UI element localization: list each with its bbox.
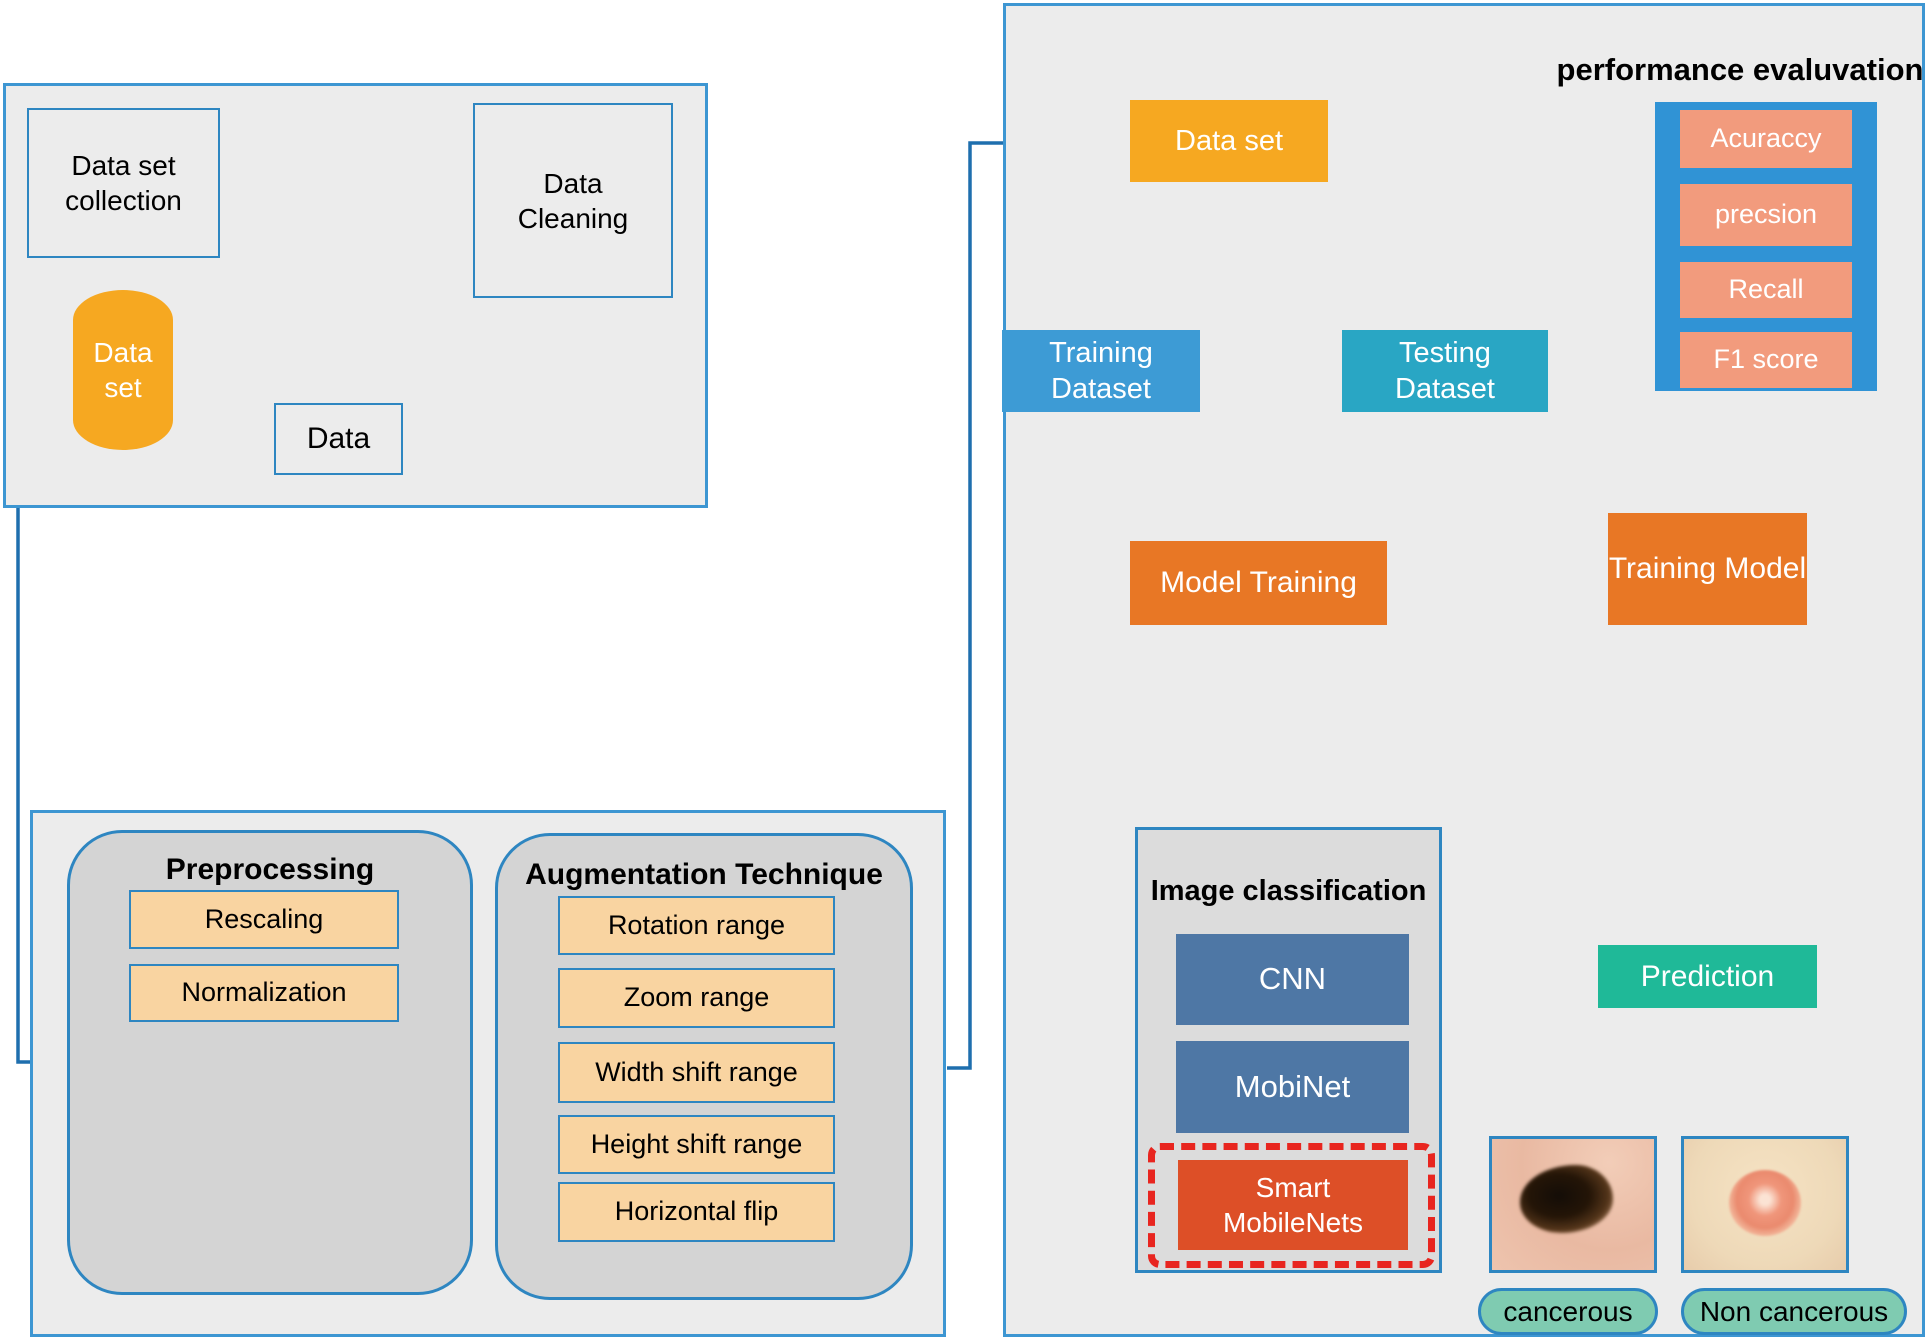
width-shift-range-item: Width shift range bbox=[558, 1042, 835, 1103]
f1-score-metric: F1 score bbox=[1680, 332, 1852, 388]
image-classification-title: Image classification bbox=[1150, 875, 1427, 907]
training-model-node: Training Model bbox=[1608, 513, 1807, 625]
smart-mobilenets-model-node: Smart MobileNets bbox=[1178, 1160, 1408, 1250]
highlight-dashed-border bbox=[1148, 1143, 1435, 1268]
performance-evaluation-title: performance evaluvation bbox=[1556, 52, 1924, 87]
augmentation-group: Augmentation Technique Rotation range Zo… bbox=[495, 833, 913, 1300]
mole-spot bbox=[1519, 1165, 1614, 1234]
accuracy-metric: Acuraccy bbox=[1680, 110, 1852, 168]
data-box: Data bbox=[274, 403, 403, 475]
performance-metrics-container: Acuraccy precsion Recall F1 score bbox=[1655, 102, 1877, 391]
cancerous-lesion-image bbox=[1489, 1136, 1657, 1273]
height-shift-range-item: Height shift range bbox=[558, 1115, 835, 1174]
cancerous-label-pill: cancerous bbox=[1478, 1288, 1658, 1335]
preprocessing-group: Preprocessing Rescaling Normalization bbox=[67, 830, 473, 1295]
non-cancerous-lesion-image bbox=[1681, 1136, 1849, 1273]
image-classification-group: Image classification CNN MobiNet Smart M… bbox=[1135, 827, 1442, 1273]
dataset-node: Data set bbox=[1130, 100, 1328, 182]
mobinet-model-node: MobiNet bbox=[1176, 1041, 1409, 1133]
prediction-node: Prediction bbox=[1598, 945, 1817, 1008]
recall-metric: Recall bbox=[1680, 262, 1852, 318]
precision-metric: precsion bbox=[1680, 184, 1852, 246]
testing-dataset-node: Testing Dataset bbox=[1342, 330, 1548, 412]
model-training-node: Model Training bbox=[1130, 541, 1387, 625]
preprocessing-title: Preprocessing bbox=[165, 853, 375, 886]
cnn-model-node: CNN bbox=[1176, 934, 1409, 1025]
pink-bump-spot bbox=[1729, 1170, 1801, 1236]
normalization-item: Normalization bbox=[129, 964, 399, 1022]
data-cleaning-box: Data Cleaning bbox=[473, 103, 673, 298]
dataset-cylinder: Data set bbox=[73, 290, 173, 450]
rotation-range-item: Rotation range bbox=[558, 896, 835, 955]
non-cancerous-label-pill: Non cancerous bbox=[1681, 1288, 1907, 1335]
augmentation-title: Augmentation Technique bbox=[525, 858, 883, 891]
training-dataset-node: Training Dataset bbox=[1002, 330, 1200, 412]
zoom-range-item: Zoom range bbox=[558, 968, 835, 1028]
horizontal-flip-item: Horizontal flip bbox=[558, 1182, 835, 1242]
rescaling-item: Rescaling bbox=[129, 890, 399, 949]
dataset-collection-box: Data set collection bbox=[27, 108, 220, 258]
